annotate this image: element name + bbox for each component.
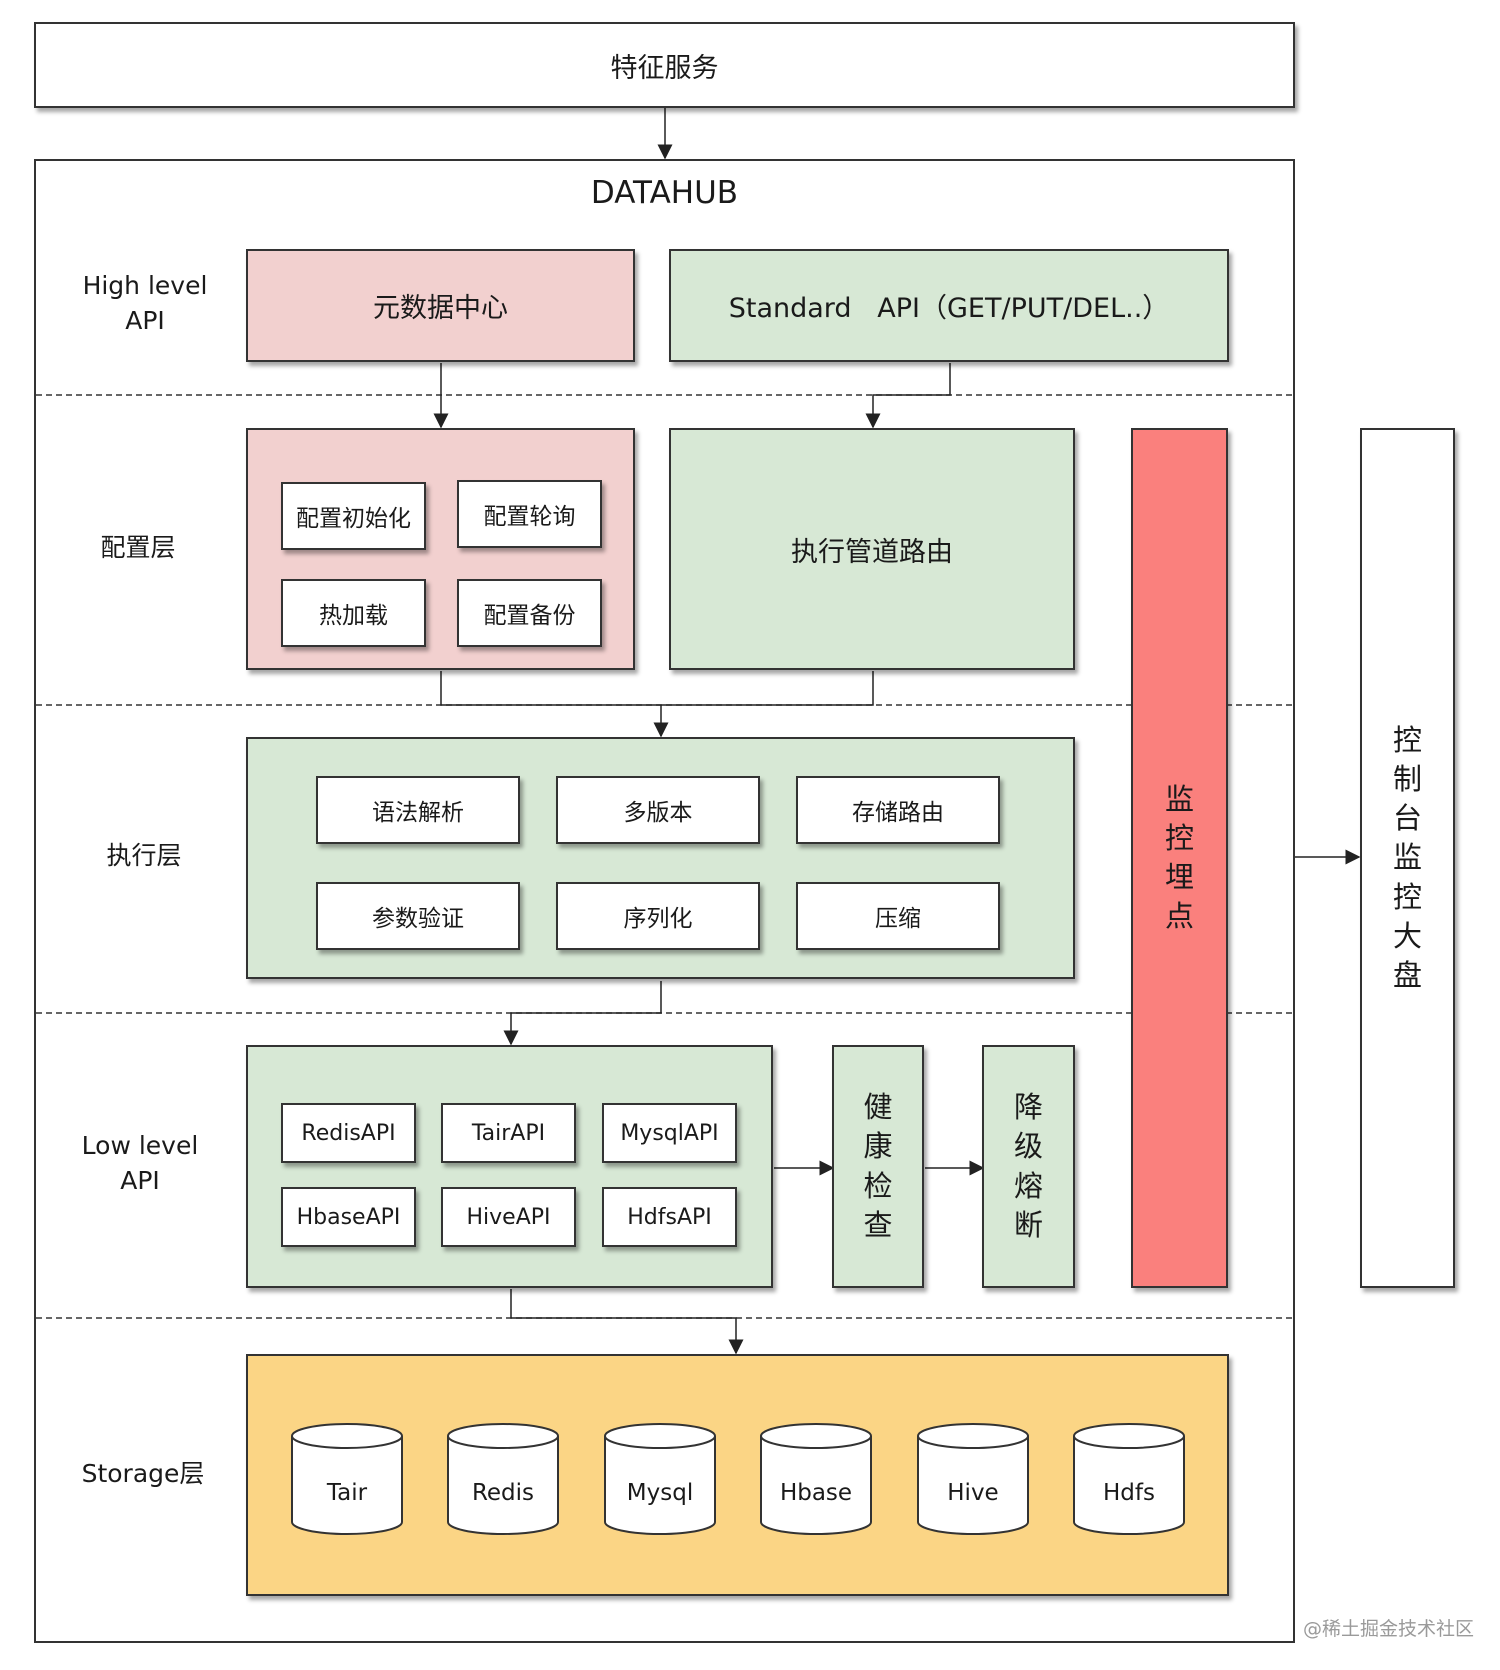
storage-tair-cylinder: Tair [290, 1422, 404, 1538]
cylinder-shape [291, 1423, 403, 1535]
health-check-label: 健康检查 [863, 1090, 893, 1242]
storage-label: Tair [326, 1480, 368, 1506]
datahub-title: DATAHUB [590, 175, 739, 211]
cylinder-shape [1073, 1423, 1185, 1535]
monitor-point-box: 监控埋点 [1131, 428, 1228, 1288]
arrow-exec-to-low [503, 981, 662, 1046]
layer-label-exec: 执行层 [106, 841, 182, 870]
hive-api-label: HiveAPI [466, 1204, 551, 1230]
tair-api-label: TairAPI [471, 1120, 546, 1146]
redis-api-box: RedisAPI [281, 1103, 416, 1163]
exec-routing-label: 执行管道路由 [791, 536, 953, 568]
mysql-api-box: MysqlAPI [602, 1103, 737, 1163]
hbase-api-label: HbaseAPI [296, 1204, 401, 1230]
console-dashboard-label: 控制台监控大盘 [1393, 723, 1423, 992]
syntax-parse-box: 语法解析 [316, 776, 520, 844]
hot-reload-box: 热加载 [281, 579, 426, 647]
storage-layer-box [246, 1354, 1229, 1596]
hbase-api-box: HbaseAPI [281, 1187, 416, 1247]
arrow-standard-to-routing [865, 363, 951, 429]
serialize-box: 序列化 [556, 882, 760, 950]
console-dashboard-box: 控制台监控大盘 [1360, 428, 1455, 1288]
compress-box: 压缩 [796, 882, 1000, 950]
mysql-api-label: MysqlAPI [620, 1120, 719, 1146]
param-validate-label: 参数验证 [372, 906, 464, 932]
hot-reload-label: 热加载 [319, 603, 388, 629]
config-poll-box: 配置轮询 [457, 480, 602, 548]
serialize-label: 序列化 [623, 906, 693, 932]
degrade-box: 降级熔断 [982, 1045, 1075, 1288]
storage-hbase-cylinder: Hbase [759, 1422, 873, 1538]
hdfs-api-box: HdfsAPI [602, 1187, 737, 1247]
low-level-api-box [246, 1045, 773, 1288]
compress-label: 压缩 [875, 906, 921, 932]
hive-api-box: HiveAPI [441, 1187, 576, 1247]
config-poll-label: 配置轮询 [483, 504, 576, 530]
multi-version-label: 多版本 [623, 800, 693, 826]
monitor-point-label: 监控埋点 [1165, 781, 1195, 934]
watermark: @稀土掘金技术社区 [1303, 1618, 1475, 1640]
datahub-container: DATAHUB [34, 159, 1295, 1643]
cylinder-shape [604, 1423, 716, 1535]
layer-label-high-level: High level API [82, 271, 208, 335]
storage-label: Hbase [779, 1480, 853, 1506]
standard-api-label: Standard API（GET/PUT/DEL..） [728, 293, 1170, 324]
cylinder-shape [760, 1423, 872, 1535]
layer-label-low-level: Low level API [81, 1131, 199, 1195]
storage-label: Hive [947, 1480, 999, 1506]
exec-routing-box: 执行管道路由 [669, 428, 1075, 670]
storage-redis-cylinder: Redis [446, 1422, 560, 1538]
config-backup-box: 配置备份 [457, 579, 602, 647]
tair-api-box: TairAPI [441, 1103, 576, 1163]
redis-api-label: RedisAPI [301, 1120, 396, 1146]
layer-label-storage: Storage层 [81, 1459, 205, 1488]
storage-label: Mysql [626, 1480, 694, 1506]
storage-label: Redis [471, 1480, 535, 1506]
param-validate-box: 参数验证 [316, 882, 520, 950]
metadata-center-label: 元数据中心 [373, 293, 508, 324]
feature-service-box: 特征服务 [34, 22, 1295, 108]
hdfs-api-label: HdfsAPI [627, 1204, 712, 1230]
cylinder-shape [447, 1423, 559, 1535]
metadata-center-box: 元数据中心 [246, 249, 635, 362]
health-check-box: 健康检查 [832, 1045, 924, 1288]
standard-api-box: Standard API（GET/PUT/DEL..） [669, 249, 1229, 362]
storage-routing-box: 存储路由 [796, 776, 1000, 844]
multi-version-box: 多版本 [556, 776, 760, 844]
layer-label-config: 配置层 [100, 533, 176, 562]
arrow-low-to-storage [510, 1289, 744, 1355]
feature-service-label: 特征服务 [610, 52, 719, 84]
storage-hdfs-cylinder: Hdfs [1072, 1422, 1186, 1538]
config-backup-label: 配置备份 [483, 603, 576, 629]
storage-mysql-cylinder: Mysql [603, 1422, 717, 1538]
degrade-label: 降级熔断 [1014, 1090, 1044, 1242]
storage-label: Hdfs [1103, 1480, 1155, 1506]
config-init-box: 配置初始化 [281, 482, 426, 550]
config-init-label: 配置初始化 [296, 506, 411, 532]
storage-hive-cylinder: Hive [916, 1422, 1030, 1538]
cylinder-shape [917, 1423, 1029, 1535]
line-config-down [440, 671, 874, 706]
storage-routing-label: 存储路由 [852, 800, 944, 826]
syntax-parse-label: 语法解析 [372, 800, 464, 826]
